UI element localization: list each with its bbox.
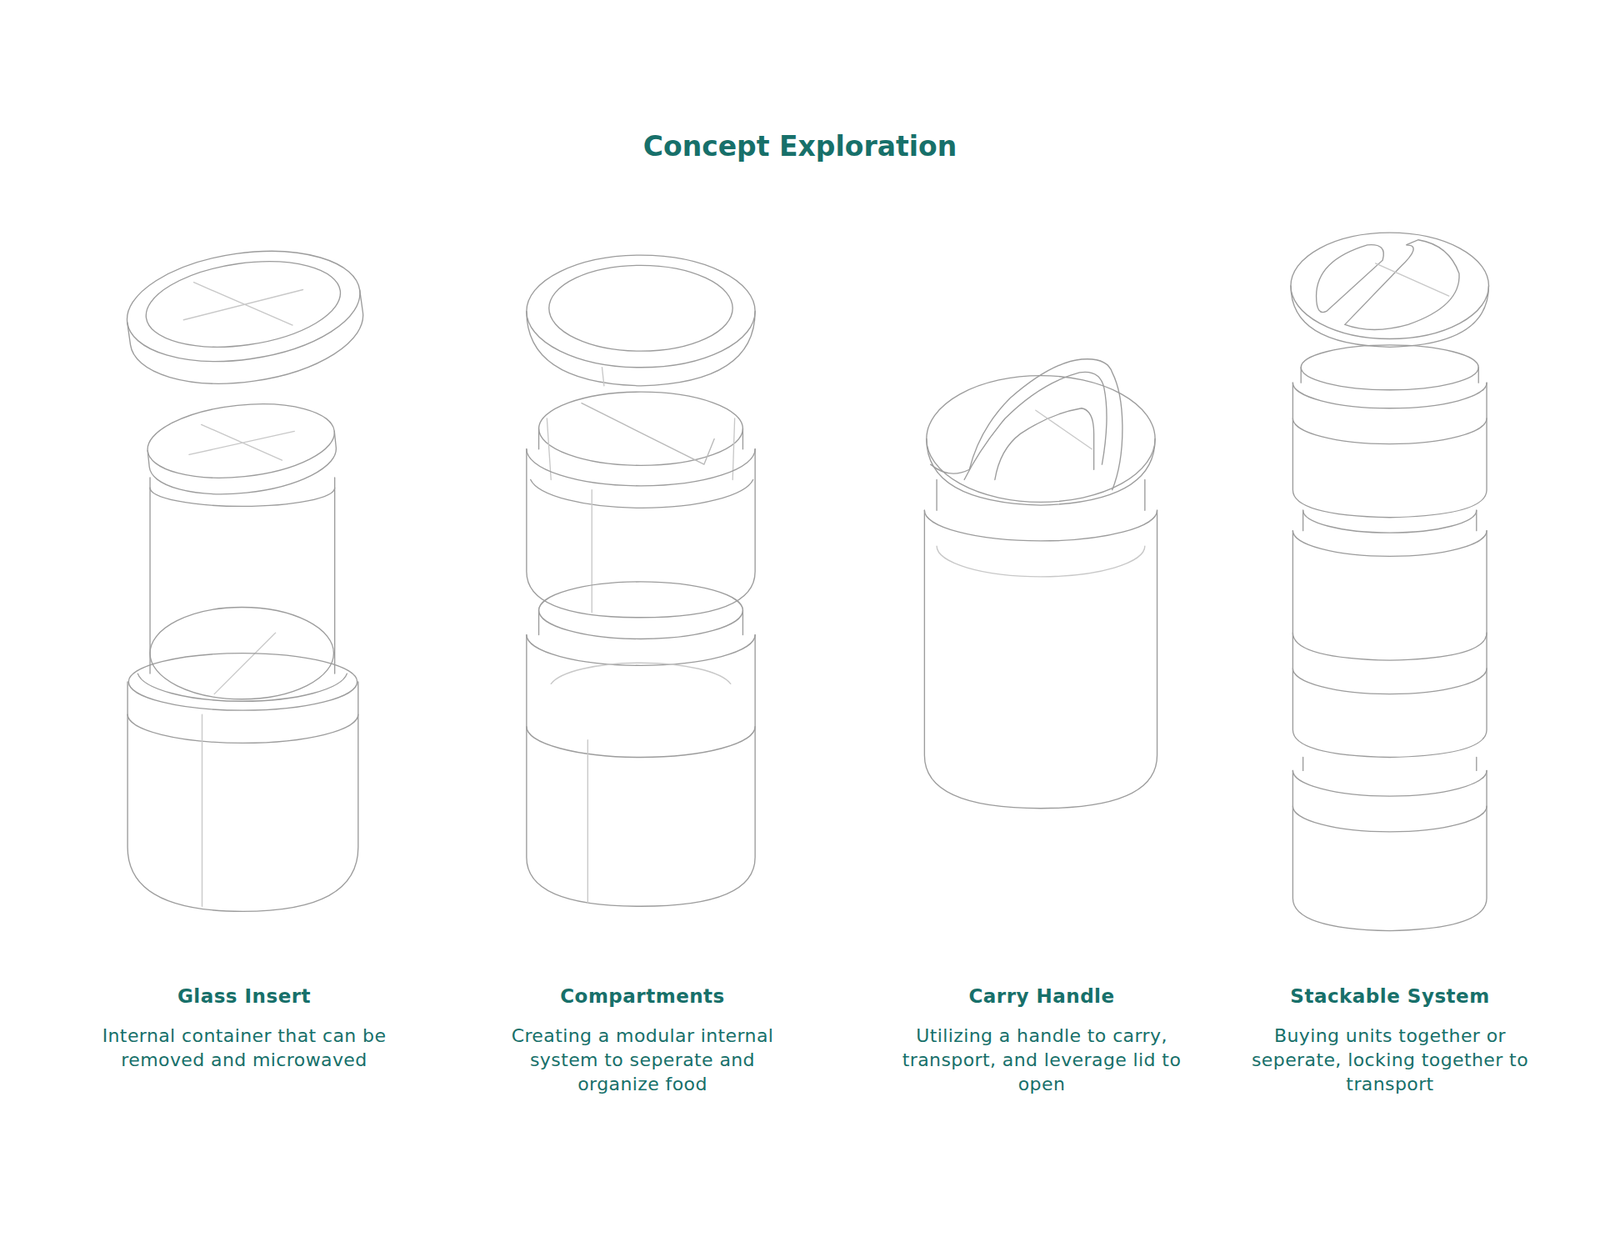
concept-description: Utilizing a handle to carry, transport, … <box>895 1023 1188 1096</box>
concept-heading: Stackable System <box>1231 985 1549 1007</box>
glass-insert-sketch <box>120 237 370 912</box>
concept-heading: Carry Handle <box>883 985 1200 1007</box>
concept-description: Buying units together or seperate, locki… <box>1244 1023 1536 1096</box>
carry-handle-sketch <box>924 359 1157 809</box>
stackable-system-sketch <box>1290 232 1490 931</box>
concept-heading: Glass Insert <box>85 985 403 1007</box>
concept-description: Creating a modular internal system to se… <box>496 1023 789 1096</box>
concept-description: Internal container that can be removed a… <box>98 1023 390 1072</box>
page-title: Concept Exploration <box>0 130 1600 163</box>
compartments-sketch <box>526 255 755 906</box>
concept-heading: Compartments <box>484 985 801 1007</box>
